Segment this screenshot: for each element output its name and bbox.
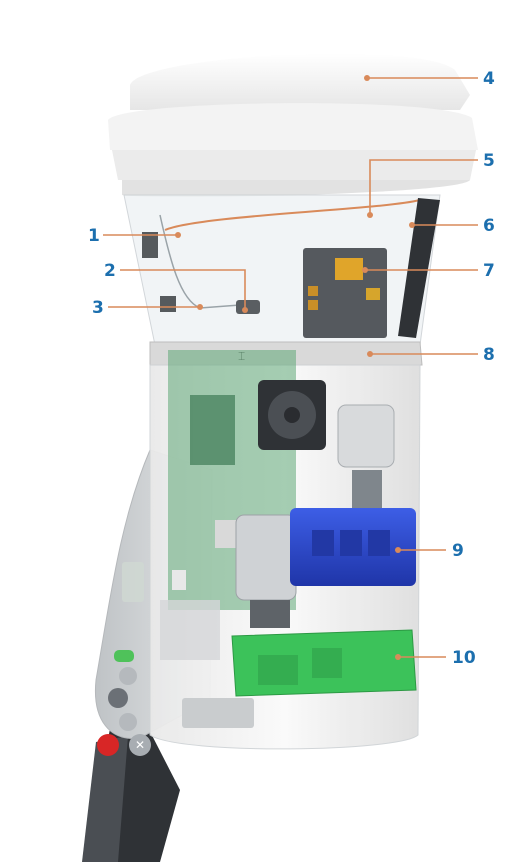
keypad: ✕ [97,650,151,756]
callout-2: 2 [104,261,116,281]
down-arrow-icon[interactable] [119,713,137,731]
pump-unit [290,508,416,586]
green-button[interactable] [114,650,134,662]
sensor-module [303,248,387,338]
callout-3: 3 [92,298,104,318]
bottom-base [160,600,254,728]
leader-line-5 [369,159,478,215]
cooling-fan [258,380,326,450]
callout-8: 8 [483,345,495,365]
callout-numbers: 4 5 1 6 2 7 3 8 9 10 [88,69,495,668]
leader-line-2 [120,269,246,310]
left-arrow-icon[interactable] [108,688,128,708]
callout-5: 5 [483,151,495,171]
callout-9: 9 [452,541,464,561]
callout-7: 7 [483,261,495,281]
leader-dots [175,75,415,660]
svg-text:✕: ✕ [135,738,145,752]
power-icon[interactable] [97,734,119,756]
motor-assembly [235,404,395,628]
battery-pack [231,629,417,697]
callout-6: 6 [483,216,495,236]
top-cap [108,53,478,197]
leader-lines [103,77,478,658]
callout-4: 4 [483,69,495,89]
callout-10: 10 [452,648,476,668]
callout-1: 1 [88,226,100,246]
up-arrow-icon[interactable] [119,667,137,685]
close-icon[interactable] [129,734,151,756]
